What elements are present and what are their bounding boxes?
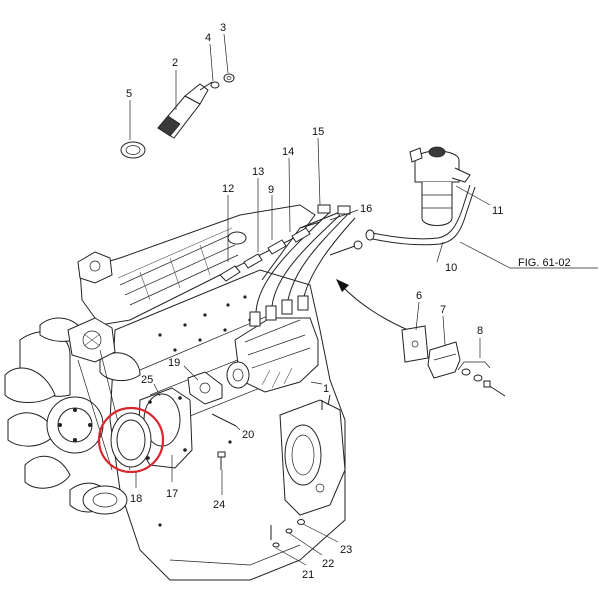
callout-17: 17 [166,488,178,500]
cooling-fan [4,317,141,515]
clamp-part-6 [401,325,429,363]
injection-pump-part-1 [226,295,319,393]
callout-14: 14 [282,146,294,158]
timing-cover [137,387,193,469]
callout-15: 15 [312,126,324,138]
callout-19: 19 [168,357,180,369]
stud-part-20 [211,413,237,427]
callout-10: 10 [445,262,457,274]
callout-labels: 1 2 3 4 5 6 7 8 9 10 11 12 13 14 15 16 1… [126,22,571,581]
gasket-part-19 [187,371,223,405]
bolt-set-part-8 [457,361,506,397]
washer-nut-set [270,519,305,548]
direction-arrow [336,279,409,331]
callout-16: 16 [360,203,372,215]
washer-part-4 [210,81,220,89]
callout-8: 8 [477,325,483,337]
callout-25: 25 [141,374,153,386]
callout-12: 12 [222,183,234,195]
leader-lines [129,33,598,566]
injection-pipes [219,204,356,313]
callout-18: 18 [130,493,142,505]
nut-part-3 [223,73,235,83]
callout-11: 11 [492,205,503,217]
callout-4: 4 [205,32,211,44]
fuel-filter-part-11 [409,146,471,226]
highlight-circle [97,406,165,474]
callout-22: 22 [322,558,334,570]
oil-seal-part-18 [110,412,152,468]
figure-reference: FIG. 61-02 [518,257,571,269]
callout-1: 1 [323,383,329,395]
callout-5: 5 [126,88,132,100]
callout-24: 24 [213,499,225,511]
callout-2: 2 [172,57,178,69]
bracket-part-7 [427,341,461,379]
callout-23: 23 [340,544,352,556]
callout-21: 21 [302,569,314,581]
callout-6: 6 [416,290,422,302]
callout-9: 9 [268,184,274,196]
bolt-part-24 [217,451,226,470]
callout-13: 13 [252,166,264,178]
callout-20: 20 [242,429,254,441]
callout-7: 7 [440,304,446,316]
injector-part-2 [157,81,213,139]
fuel-line-part-10 [329,184,476,256]
seal-ring-part-5 [120,141,146,159]
callout-3: 3 [220,22,226,34]
